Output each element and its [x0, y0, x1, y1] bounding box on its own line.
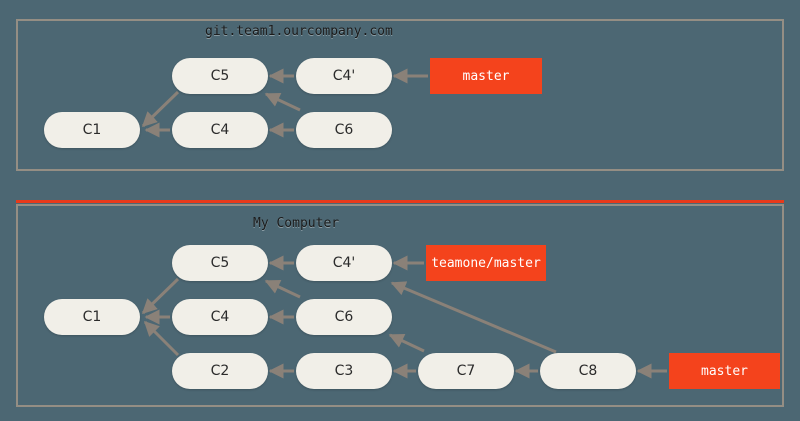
branch-label-teamone-master-local: teamone/master [426, 245, 546, 281]
branch-label-master-local: master [669, 353, 780, 389]
commit-node-c5-remote: C5 [172, 58, 268, 94]
commit-node-c7-local: C7 [418, 353, 514, 389]
panel-remote-title: git.team1.ourcompany.com [205, 24, 393, 39]
commit-node-c4p-local: C4' [296, 245, 392, 281]
commit-node-c3-local: C3 [296, 353, 392, 389]
panel-local-accent-line [16, 200, 784, 203]
panel-local-title: My Computer [253, 216, 340, 231]
commit-node-c1-local: C1 [44, 299, 140, 335]
panel-remote-repository [16, 19, 784, 171]
commit-node-c1-remote: C1 [44, 112, 140, 148]
commit-node-c4-remote: C4 [172, 112, 268, 148]
commit-node-c6-local: C6 [296, 299, 392, 335]
commit-node-c6-remote: C6 [296, 112, 392, 148]
commit-node-c8-local: C8 [540, 353, 636, 389]
commit-node-c2-local: C2 [172, 353, 268, 389]
commit-node-c4p-remote: C4' [296, 58, 392, 94]
branch-label-master-remote: master [430, 58, 542, 94]
commit-node-c4-local: C4 [172, 299, 268, 335]
commit-node-c5-local: C5 [172, 245, 268, 281]
panel-local-repository [16, 204, 784, 407]
